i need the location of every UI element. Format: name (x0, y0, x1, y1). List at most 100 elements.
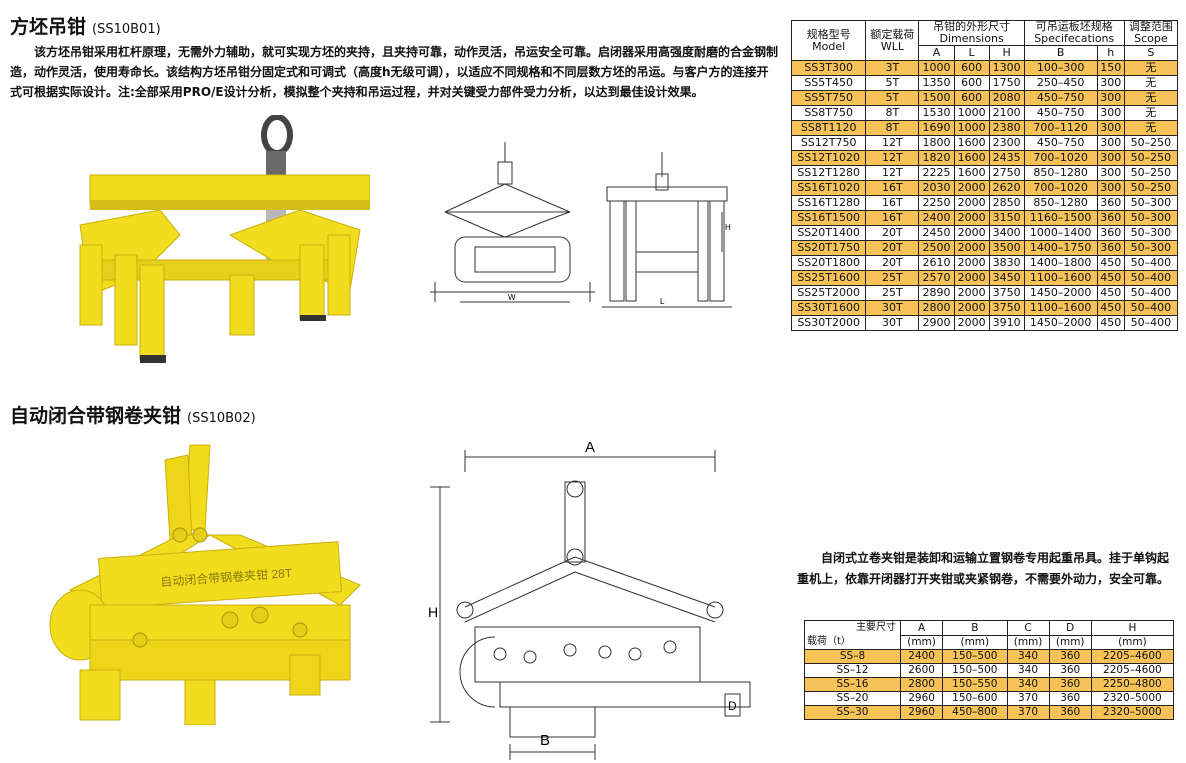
table-cell-l: 600 (953, 90, 990, 106)
billet-clamp-side-drawing: L H (602, 152, 732, 308)
drawing2-label-a: A (585, 439, 595, 456)
table-cell-l: 1000 (953, 120, 990, 136)
table-cell-a: 2800 (899, 677, 944, 692)
header-wll-cn: 额定载荷 (870, 27, 915, 41)
table-cell-model: SS–8 (804, 649, 901, 664)
table-cell-h: 360 (1096, 225, 1125, 241)
table-cell-s: 无 (1123, 105, 1179, 121)
header-corner-bottom: 载荷（t） (807, 636, 851, 647)
t2-header-a: A (899, 620, 944, 636)
table-cell-a: 2030 (918, 180, 955, 196)
table-cell-d: 360 (1048, 677, 1092, 692)
table-cell-h: 2205–4600 (1090, 663, 1175, 678)
table-cell-l: 2000 (953, 255, 990, 271)
table-cell-h: 360 (1096, 240, 1125, 256)
table-cell-a: 2890 (918, 285, 955, 301)
table-cell-h: 1300 (988, 60, 1025, 76)
drawing2-label-h: H (428, 604, 438, 620)
section1-title-text: 方坯吊钳 (10, 16, 87, 38)
table-cell-l: 1600 (953, 135, 990, 151)
table-cell-c: 340 (1006, 649, 1050, 664)
t2-header-h: H (1090, 620, 1175, 636)
table-cell-c: 370 (1006, 691, 1050, 706)
table-cell-s: 50–400 (1123, 300, 1179, 316)
table-cell-h: 450 (1096, 300, 1125, 316)
table-cell-h: 300 (1096, 105, 1125, 121)
table-cell-model: SS–20 (804, 691, 901, 706)
table-cell-h: 3750 (988, 285, 1025, 301)
table-cell-s: 无 (1123, 90, 1179, 106)
table-cell-h: 300 (1096, 150, 1125, 166)
table-cell-wll: 3T (865, 60, 920, 76)
table-cell-l: 1600 (953, 165, 990, 181)
table-cell-b: 450–800 (942, 705, 1008, 720)
table-cell-l: 2000 (953, 300, 990, 316)
table-cell-model: SS5T750 (790, 90, 867, 106)
header-model-cn: 规格型号 (806, 27, 851, 41)
table-cell-wll: 12T (865, 135, 920, 151)
table-cell-h: 1750 (988, 75, 1025, 91)
table-cell-b: 850–1280 (1023, 195, 1098, 211)
table-cell-h: 3750 (988, 300, 1025, 316)
table-cell-a: 2400 (899, 649, 944, 664)
table-cell-l: 600 (953, 60, 990, 76)
table-cell-model: SS16T1020 (790, 180, 867, 196)
t2-header-d: D (1048, 620, 1092, 636)
t2-unit: (mm) (1006, 634, 1050, 650)
table-cell-s: 50–400 (1123, 270, 1179, 286)
table-cell-model: SS–16 (804, 677, 901, 692)
table-cell-b: 150–500 (942, 663, 1008, 678)
table-cell-model: SS16T1500 (790, 210, 867, 226)
table-cell-a: 2960 (899, 691, 944, 706)
drawing1-label-w: W (508, 293, 516, 302)
table-cell-a: 2450 (918, 225, 955, 241)
table-cell-wll: 12T (865, 150, 920, 166)
table-cell-b: 450–750 (1023, 105, 1098, 121)
table-cell-b: 850–1280 (1023, 165, 1098, 181)
table-cell-h: 3910 (988, 315, 1025, 331)
header-wll-en: WLL (880, 39, 904, 53)
table-cell-h: 300 (1096, 90, 1125, 106)
table-cell-model: SS–12 (804, 663, 901, 678)
table-cell-wll: 5T (865, 75, 920, 91)
table-cell-h: 2205–4600 (1090, 649, 1175, 664)
table-cell-h: 300 (1096, 135, 1125, 151)
table-cell-h: 300 (1096, 180, 1125, 196)
table-cell-wll: 8T (865, 120, 920, 136)
table-cell-s: 50–400 (1123, 255, 1179, 271)
table-cell-c: 340 (1006, 663, 1050, 678)
header-b: B (1023, 45, 1098, 61)
table-cell-a: 2600 (899, 663, 944, 678)
table-cell-b: 150–550 (942, 677, 1008, 692)
table-cell-h: 3830 (988, 255, 1025, 271)
table-cell-h: 2320–5000 (1090, 705, 1175, 720)
section2-code: (SS10B02) (187, 411, 256, 426)
table-cell-model: SS20T1800 (790, 255, 867, 271)
table-cell-a: 2400 (918, 210, 955, 226)
table-cell-wll: 20T (865, 225, 920, 241)
drawing2-label-d: D (728, 699, 737, 713)
table-cell-h: 450 (1096, 285, 1125, 301)
table-cell-d: 360 (1048, 649, 1092, 664)
table-cell-h: 2620 (988, 180, 1025, 196)
header-scope-en: Scope (1134, 32, 1168, 45)
table-cell-model: SS16T1280 (790, 195, 867, 211)
table-cell-model: SS30T2000 (790, 315, 867, 331)
table-cell-model: SS5T450 (790, 75, 867, 91)
table-cell-l: 2000 (953, 195, 990, 211)
